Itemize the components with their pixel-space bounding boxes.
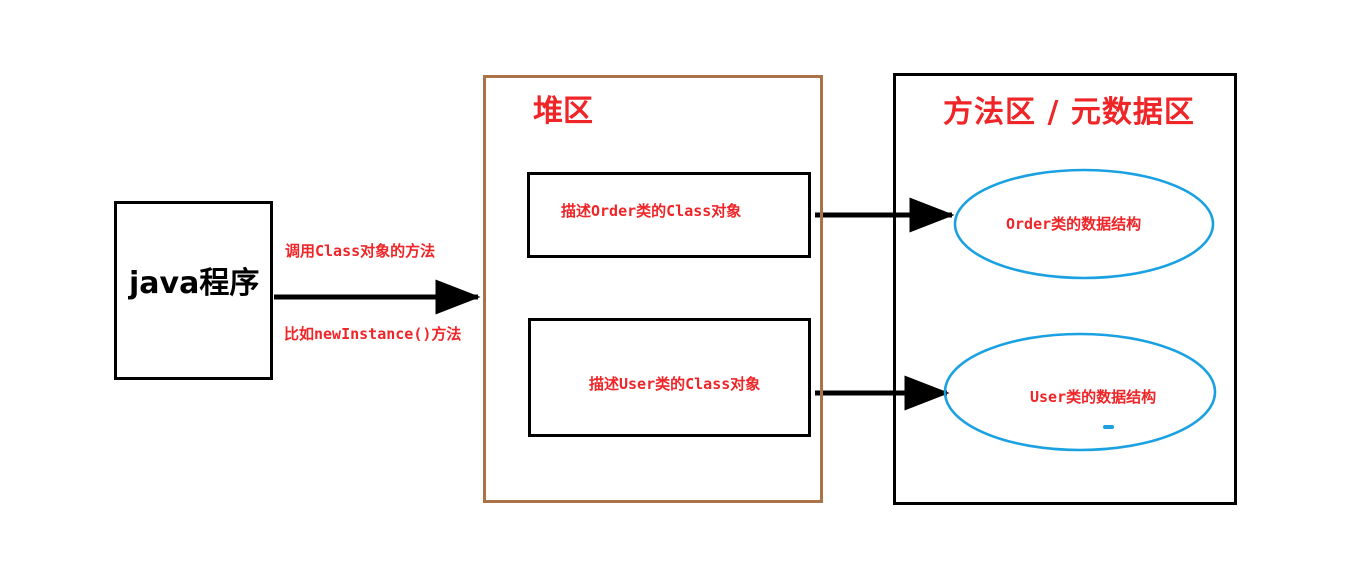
heap-region-box[interactable] [483, 75, 823, 503]
order-class-object-label: 描述Order类的Class对象 [561, 202, 742, 220]
user-data-structure-label: User类的数据结构 [1030, 388, 1157, 406]
heap-region-title: 堆区 [533, 94, 593, 129]
user-class-object-box[interactable] [528, 318, 811, 437]
blue-dash-mark-icon [1103, 425, 1114, 429]
arrow-label-call-class-method: 调用Class对象的方法 [285, 242, 436, 260]
method-area-title: 方法区 / 元数据区 [943, 95, 1195, 130]
java-program-label: java程序 [129, 266, 260, 301]
method-area-box[interactable] [893, 73, 1237, 505]
java-program-box[interactable] [114, 201, 273, 380]
order-data-structure-label: Order类的数据结构 [1006, 215, 1142, 233]
order-class-object-box[interactable] [527, 172, 811, 258]
arrow-label-new-instance: 比如newInstance()方法 [284, 325, 462, 343]
user-class-object-label: 描述User类的Class对象 [589, 375, 761, 393]
